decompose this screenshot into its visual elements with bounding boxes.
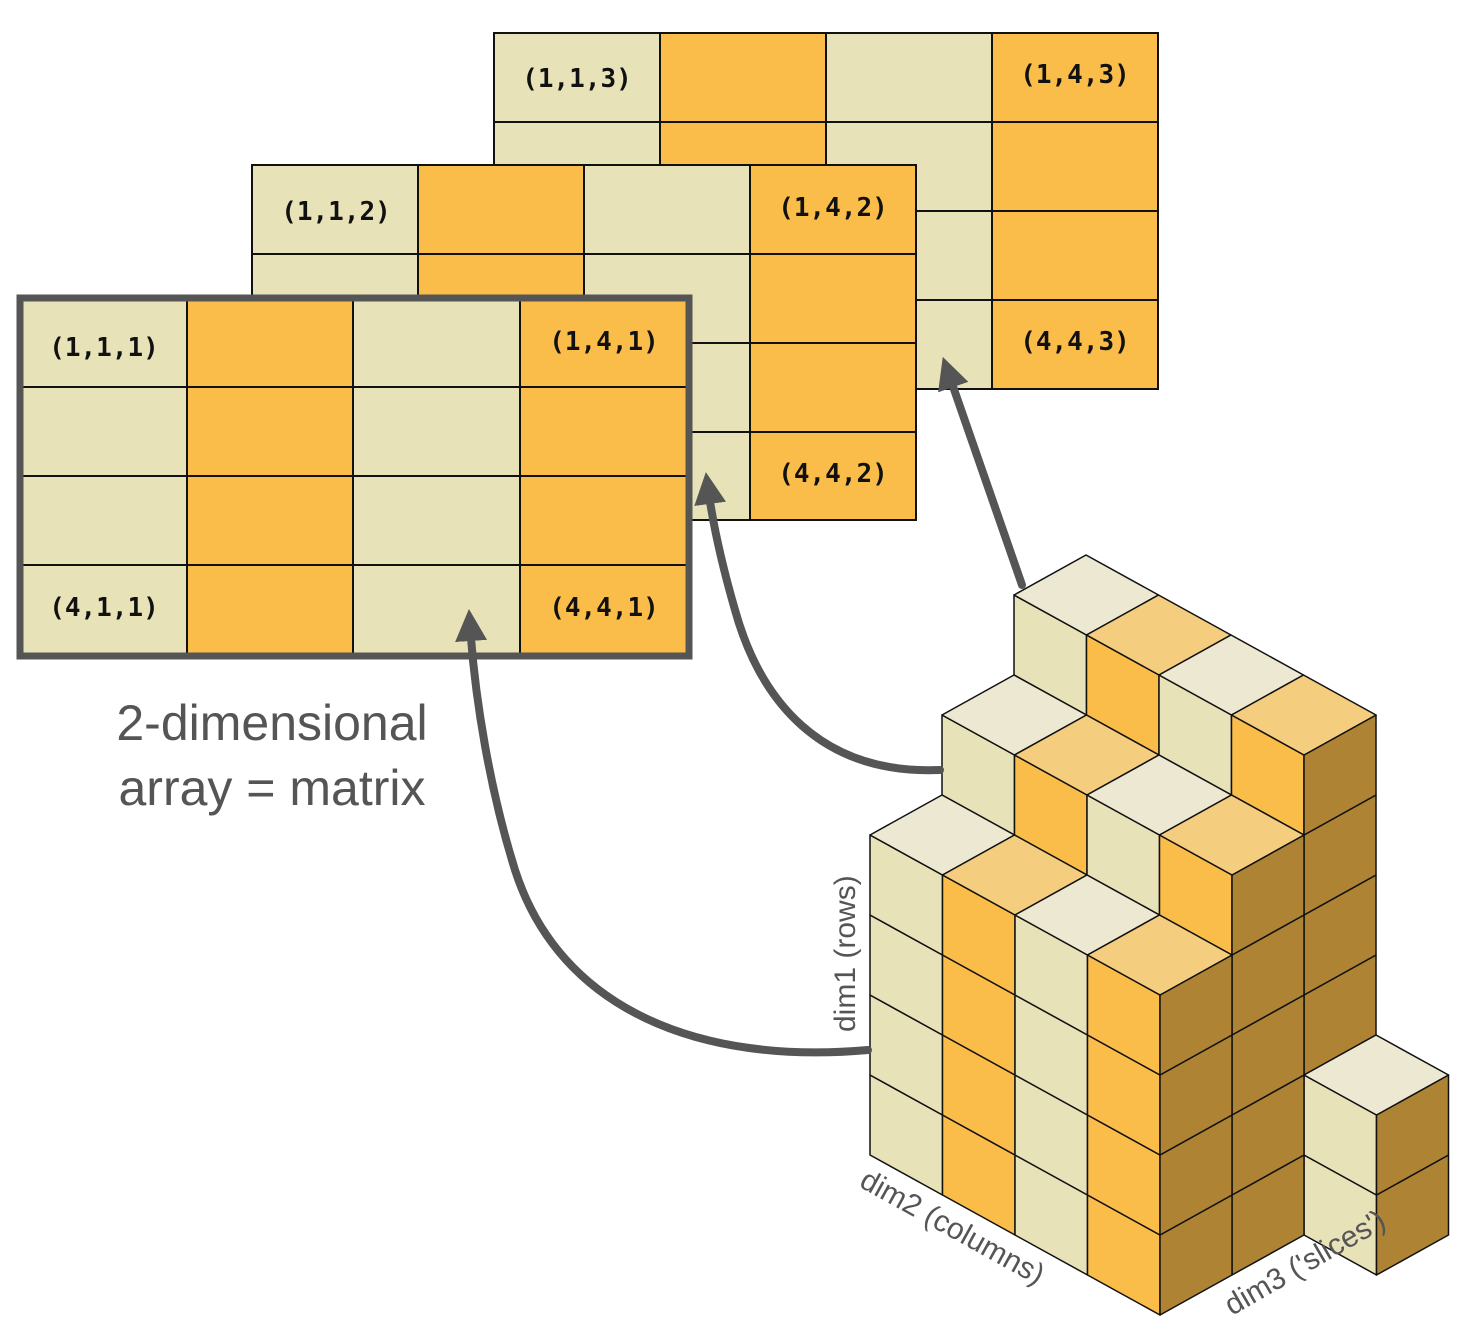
slice-1-frame [16,294,693,660]
slice-1: (1,1,1) (1,4,1) (4,1,1) (4,4,1) [16,294,693,660]
slice-2-label-top-left: (1,1,2) [281,197,391,227]
arrow-to-slice-2 [694,472,944,775]
cube-face-top [1086,914,1233,996]
cube-face-top [1158,794,1305,876]
slice-2-label-top-right: (1,4,2) [778,193,888,223]
caption-line-2: array = matrix [118,760,425,816]
slice-1-label-bottom-right: (4,4,1) [549,593,659,623]
slice-1-label-top-right: (1,4,1) [549,327,659,357]
3d-cube-stack [869,554,1450,1316]
slice-1-label-bottom-left: (4,1,1) [49,593,159,623]
slice-1-label-top-left: (1,1,1) [49,333,159,363]
axis-label-dim1: dim1 (rows) [829,875,862,1032]
slice-3-label-top-left: (1,1,3) [522,64,632,94]
slice-3-label-top-right: (1,4,3) [1020,60,1130,90]
slice-3-label-bottom-right: (4,4,3) [1020,327,1130,357]
arrows [455,356,1026,1057]
caption-line-1: 2-dimensional [116,695,427,751]
arrow-to-slice-1 [455,609,872,1057]
cube-face-top [1303,1034,1450,1116]
slice-2-label-bottom-right: (4,4,2) [778,459,888,489]
cube-face-top [1230,674,1377,756]
arrow-to-slice-3 [938,356,1026,589]
